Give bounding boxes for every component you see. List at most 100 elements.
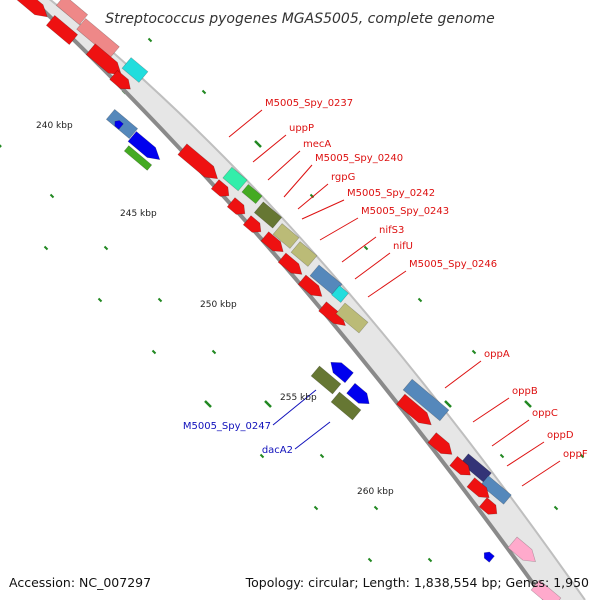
leader-line (252, 134, 287, 163)
gene-feature (297, 274, 323, 297)
label-leader-lines (228, 109, 561, 487)
gene-label-meca[interactable]: mecA (303, 139, 331, 150)
gene-feature (12, 0, 48, 18)
gene-label-oppb[interactable]: oppB (512, 386, 538, 397)
gene-label-oppf[interactable]: oppF (563, 449, 588, 460)
scale-tick (147, 37, 153, 43)
leader-line (506, 441, 545, 467)
gene-label-m5005-spy-0242[interactable]: M5005_Spy_0242 (347, 188, 435, 199)
gene-feature (346, 382, 370, 405)
gene-feature (55, 0, 89, 26)
gene-feature (272, 223, 300, 249)
gene-feature (226, 197, 246, 215)
leader-line (354, 252, 391, 280)
scale-tick (367, 557, 373, 563)
scale-tick (373, 505, 379, 511)
leader-line (341, 236, 377, 263)
gene-feature (127, 131, 161, 160)
gene-feature (449, 455, 471, 476)
leader-line (294, 421, 331, 450)
gene-feature (331, 285, 349, 303)
gene-label-oppd[interactable]: oppD (547, 430, 574, 441)
kbp-label-260-kbp: 260 kbp (357, 487, 394, 497)
gene-feature (114, 120, 124, 130)
gene-feature (330, 391, 362, 421)
gene-feature (483, 551, 495, 563)
scale-tick (151, 349, 157, 355)
gene-label-oppa[interactable]: oppA (484, 349, 510, 360)
gene-label-oppc[interactable]: oppC (532, 408, 558, 419)
gene-feature (478, 497, 498, 515)
gene-label-m5005-spy-0243[interactable]: M5005_Spy_0243 (361, 206, 449, 217)
scale-tick (319, 453, 325, 459)
scale-tick (201, 89, 207, 95)
leader-line (521, 460, 561, 487)
leader-line (491, 419, 530, 447)
gene-feature (210, 179, 230, 197)
accession-text: Accession: NC_007297 (9, 575, 151, 590)
scale-tick (103, 245, 109, 251)
gene-label-m5005-spy-0247[interactable]: M5005_Spy_0247 (183, 421, 271, 432)
genome-backbone (32, 0, 585, 600)
gene-feature (290, 241, 318, 267)
leader-line (272, 389, 317, 426)
gene-feature (530, 579, 562, 600)
gene-feature (222, 166, 248, 192)
gene-label-m5005-spy-0246[interactable]: M5005_Spy_0246 (409, 259, 497, 270)
leader-line (301, 199, 345, 220)
gene-label-m5005-spy-0240[interactable]: M5005_Spy_0240 (315, 153, 403, 164)
scale-tick (524, 400, 532, 408)
scale-tick (43, 245, 49, 251)
gene-feature (480, 475, 512, 505)
gene-label-nifs3[interactable]: nifS3 (379, 225, 404, 236)
gene-feature (507, 536, 536, 562)
gene-feature (253, 201, 283, 229)
scale-tick (444, 400, 452, 408)
scale-tick (97, 297, 103, 303)
scale-tick (471, 349, 477, 355)
gene-feature (177, 143, 219, 180)
gene-label-uppp[interactable]: uppP (289, 123, 314, 134)
gene-feature (242, 215, 262, 233)
leader-line (444, 360, 482, 389)
scale-tick (204, 400, 212, 408)
kbp-label-255-kbp: 255 kbp (280, 393, 317, 403)
gene-feature (121, 57, 149, 83)
gene-label-daca2[interactable]: dacA2 (262, 445, 293, 456)
leader-line (297, 183, 329, 210)
scale-tick (211, 349, 217, 355)
scale-tick (499, 453, 505, 459)
scale-tick (157, 297, 163, 303)
leader-line (472, 397, 510, 423)
scale-tick (313, 505, 319, 511)
gene-feature (277, 252, 303, 275)
leader-line (319, 217, 359, 241)
leader-line (267, 150, 301, 181)
gene-feature (45, 14, 79, 46)
gene-label-rgpg[interactable]: rgpG (331, 172, 355, 183)
scale-tick (0, 144, 2, 148)
scale-tick (254, 140, 262, 148)
gene-feature (260, 231, 284, 253)
leader-line (283, 164, 313, 198)
leader-line (367, 270, 407, 298)
gene-feature (330, 361, 354, 384)
topology-text: Topology: circular; Length: 1,838,554 bp… (245, 575, 589, 590)
gene-feature (123, 145, 153, 171)
gene-label-m5005-spy-0237[interactable]: M5005_Spy_0237 (265, 98, 353, 109)
gene-feature (402, 378, 450, 422)
kbp-label-240-kbp: 240 kbp (36, 121, 73, 131)
gene-feature (241, 183, 263, 205)
gene-labels: M5005_Spy_0237 uppP mecA M5005_Spy_0240 rgpG… (183, 98, 588, 460)
scale-tick (49, 193, 55, 199)
gene-label-nifu[interactable]: nifU (393, 241, 413, 252)
scale-tick (363, 245, 369, 251)
gene-feature (335, 302, 369, 334)
scale-tick (417, 297, 423, 303)
leader-line (228, 109, 263, 138)
gene-features (12, 0, 562, 600)
scale-tick (264, 400, 272, 408)
map-title: Streptococcus pyogenes MGAS5005, complet… (105, 11, 494, 27)
